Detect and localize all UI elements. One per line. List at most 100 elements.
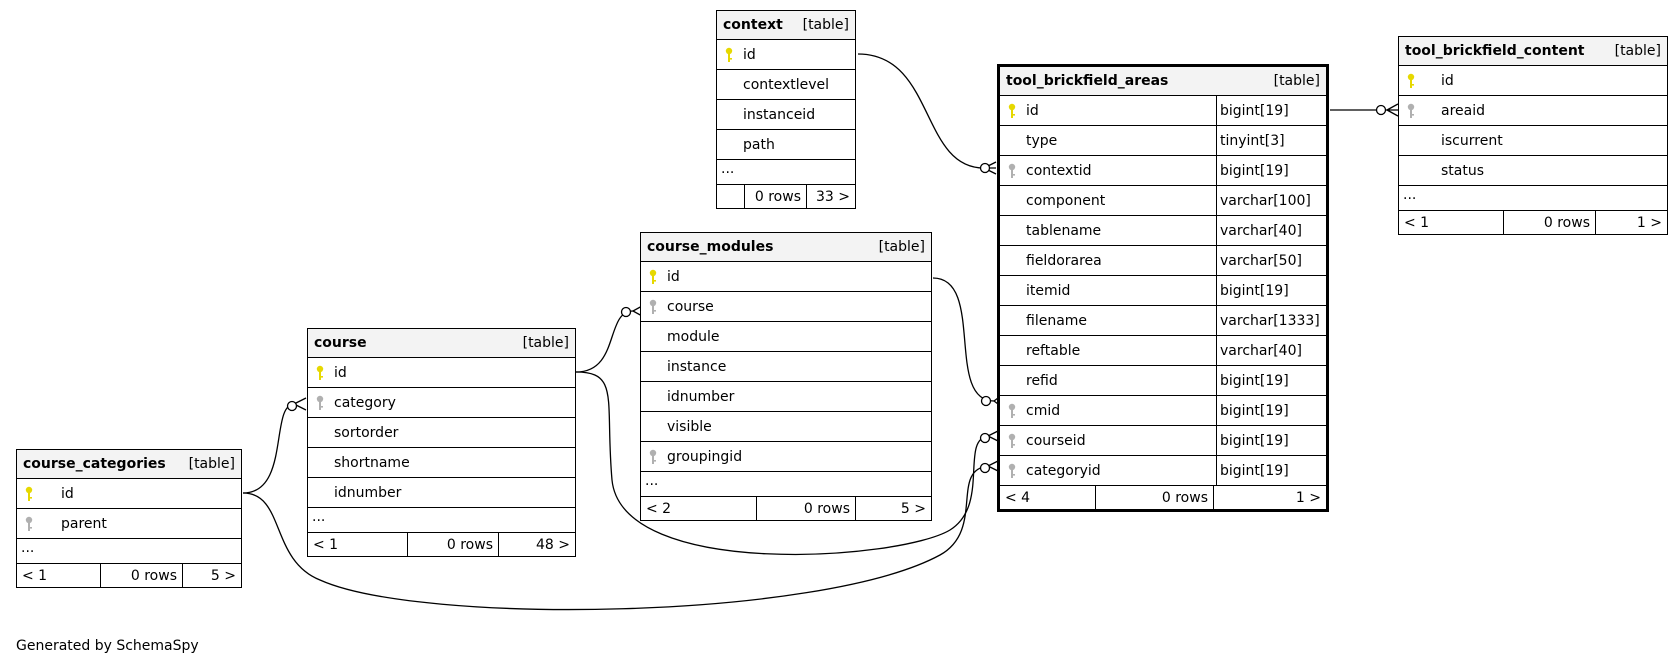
children-count[interactable]: 1 > (1636, 214, 1662, 231)
column-type: bigint[19] (1216, 396, 1326, 425)
column-row[interactable]: instanceid (717, 100, 855, 130)
children-count[interactable]: 33 > (816, 188, 850, 205)
column-row[interactable]: iscurrent (1399, 126, 1667, 156)
column-name: id (743, 46, 756, 63)
column-name-cell: categoryid (1000, 456, 1216, 485)
column-name: id (1441, 72, 1454, 89)
column-name: instance (667, 358, 727, 375)
column-row[interactable]: id (717, 40, 855, 70)
children-count[interactable]: 5 > (210, 567, 236, 584)
table-course[interactable]: course [table] id category sortorder sho… (307, 328, 576, 557)
column-row[interactable]: module (641, 322, 931, 352)
column-name-cell: contextid (1000, 156, 1216, 185)
primary-key-icon (1407, 73, 1415, 88)
column-row[interactable]: instance (641, 352, 931, 382)
table-name: course_categories (23, 456, 166, 472)
column-row[interactable]: idnumber (641, 382, 931, 412)
table-header: tool_brickfield_content [table] (1399, 37, 1667, 66)
children-count[interactable]: 1 > (1295, 489, 1321, 506)
column-name: course (667, 298, 714, 315)
children-count[interactable]: 5 > (900, 500, 926, 517)
column-row[interactable]: course (641, 292, 931, 322)
parents-count[interactable]: < 1 (1399, 211, 1504, 234)
column-name: component (1026, 192, 1106, 209)
column-name: groupingid (667, 448, 743, 465)
column-row[interactable]: sortorder (308, 418, 575, 448)
table-footer: < 1 0 rows 48 > (308, 533, 575, 556)
table-footer: < 1 0 rows 1 > (1399, 211, 1667, 234)
more-columns: ... (641, 472, 931, 497)
column-row[interactable]: idnumber (308, 478, 575, 508)
link-course-areas (575, 371, 989, 556)
column-name: iscurrent (1441, 132, 1503, 149)
children-count[interactable]: 48 > (536, 536, 570, 553)
foreign-key-icon (1008, 403, 1016, 418)
parents-count[interactable]: < 1 (17, 564, 101, 587)
table-course-modules[interactable]: course_modules [table] id course module … (640, 232, 932, 521)
column-name: visible (667, 418, 712, 435)
column-name: shortname (334, 454, 410, 471)
column-name: path (743, 136, 775, 153)
column-name: contextlevel (743, 76, 830, 93)
parents-count[interactable]: < 1 (308, 533, 408, 556)
column-row[interactable]: areaid (1399, 96, 1667, 126)
column-row[interactable]: groupingid (641, 442, 931, 472)
column-row[interactable]: visible (641, 412, 931, 442)
column-name: status (1441, 162, 1485, 179)
column-row[interactable]: id (641, 262, 931, 292)
column-type: varchar[1333] (1216, 306, 1326, 335)
column-row[interactable]: id (1399, 66, 1667, 96)
column-name: type (1026, 132, 1058, 149)
column-row[interactable]: category (308, 388, 575, 418)
parents-count[interactable]: < 2 (641, 497, 757, 520)
row-count: 0 rows (757, 497, 856, 520)
primary-key-icon (25, 486, 33, 501)
table-course-categories[interactable]: course_categories [table] id parent ... … (16, 449, 242, 588)
table-footer: < 2 0 rows 5 > (641, 497, 931, 520)
column-name: idnumber (334, 484, 402, 501)
column-type: bigint[19] (1216, 96, 1326, 125)
column-row[interactable]: cmid bigint[19] (1000, 396, 1326, 426)
column-name: areaid (1441, 102, 1485, 119)
foreign-key-icon (1008, 463, 1016, 478)
column-name: cmid (1026, 402, 1061, 419)
column-row[interactable]: status (1399, 156, 1667, 186)
more-columns: ... (717, 160, 855, 185)
row-count: 0 rows (101, 564, 183, 587)
table-context[interactable]: context [table] id contextlevel instance… (716, 10, 856, 209)
parents-count[interactable]: < 4 (1000, 486, 1096, 509)
column-name: tablename (1026, 222, 1102, 239)
column-row[interactable]: contextlevel (717, 70, 855, 100)
row-count: 0 rows (745, 185, 807, 208)
table-name: context (723, 17, 783, 33)
table-header: course_modules [table] (641, 233, 931, 262)
column-name-cell: component (1000, 186, 1216, 215)
parents-count[interactable] (717, 185, 745, 208)
column-row[interactable]: parent (17, 509, 241, 539)
column-row[interactable]: id (308, 358, 575, 388)
table-tool-brickfield-content[interactable]: tool_brickfield_content [table] id areai… (1398, 36, 1668, 235)
foreign-key-icon (1008, 433, 1016, 448)
column-name: instanceid (743, 106, 816, 123)
column-name: id (61, 485, 74, 502)
more-columns: ... (308, 508, 575, 533)
link-course-modules (575, 310, 634, 373)
column-name-cell: courseid (1000, 426, 1216, 455)
column-row[interactable]: id (17, 479, 241, 509)
column-row[interactable]: shortname (308, 448, 575, 478)
column-row[interactable]: path (717, 130, 855, 160)
